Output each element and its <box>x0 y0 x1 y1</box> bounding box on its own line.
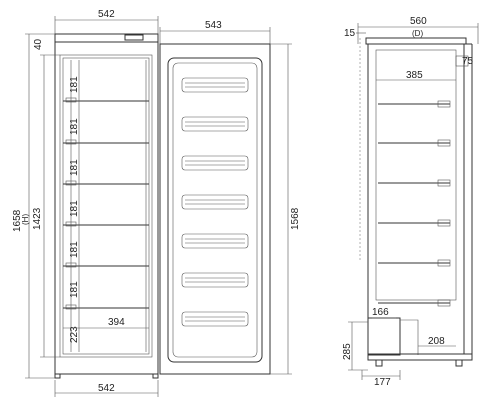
shelf-depth-label: 385 <box>406 70 423 81</box>
side-shelves <box>378 100 451 307</box>
door-width-label: 543 <box>205 20 222 31</box>
side-view: 560 (D) 15 75 385 <box>342 16 479 388</box>
side-depth-unit: (D) <box>412 29 423 38</box>
side-foot <box>375 359 383 367</box>
foot-width-label: 177 <box>374 377 391 388</box>
cabinet-interior <box>59 54 153 358</box>
side-base <box>367 353 473 361</box>
door-moldings <box>181 77 249 327</box>
front-width-top-label: 542 <box>98 9 115 20</box>
side-foot <box>455 359 463 367</box>
door-gasket-outer <box>167 57 263 363</box>
shelf-spacing-label: 181 <box>69 159 80 176</box>
bottom-compartment-label: 223 <box>69 326 80 343</box>
foot <box>54 373 61 379</box>
foot <box>152 373 159 379</box>
shelf-spacing-label: 181 <box>69 241 80 258</box>
shelf-spacing-label: 181 <box>69 118 80 135</box>
handle-depth-label: 75 <box>462 56 474 67</box>
shelves <box>63 60 149 352</box>
cabinet-body <box>54 41 159 375</box>
compressor-depth-label: 208 <box>428 336 445 347</box>
door-height-label: 1568 <box>290 207 301 230</box>
shelf-spacing-label: 181 <box>69 281 80 298</box>
interior-width-label: 394 <box>108 317 125 328</box>
shelf-spacing-label: 181 <box>69 200 80 217</box>
total-height-label: 1658 <box>12 209 23 232</box>
compressor-height-label: 285 <box>342 343 353 360</box>
door-panel <box>159 43 271 375</box>
front-width-bottom-label: 542 <box>98 383 115 394</box>
compressor-width-label: 166 <box>372 307 389 318</box>
side-depth-label: 560 <box>410 16 427 27</box>
door-gasket-inner <box>172 62 258 358</box>
interior-height-label: 1423 <box>32 207 43 230</box>
lid-height-label: 40 <box>33 38 44 50</box>
shelf-spacing-label: 181 <box>69 76 80 93</box>
door-view: 543 <box>159 20 301 375</box>
compressor-housing <box>368 317 401 356</box>
control-panel <box>124 34 144 41</box>
back-offset-label: 15 <box>344 28 356 39</box>
total-height-unit: (H) <box>21 214 30 225</box>
side-top <box>365 37 467 45</box>
side-interior <box>375 49 457 301</box>
front-view: 542 181 181 <box>12 9 159 397</box>
